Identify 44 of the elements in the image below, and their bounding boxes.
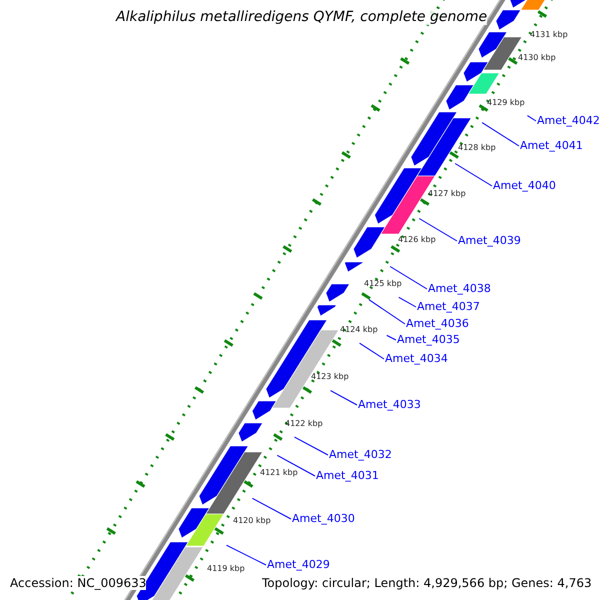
scale-label: 4123 kbp	[311, 372, 349, 382]
gene-label: Amet_4037	[417, 301, 480, 313]
gene-label: Amet_4035	[397, 334, 460, 346]
footer-note: Accession: NC_009633	[10, 576, 146, 590]
scale-label: 4131 kbp	[530, 30, 568, 40]
gene-label: Amet_4036	[406, 318, 469, 330]
gene-label: Amet_4039	[458, 235, 521, 247]
title: Alkaliphilus metalliredigens QYMF, complete genome	[116, 9, 488, 25]
gene-label: Amet_4033	[358, 399, 421, 411]
scale-label: 4124 kbp	[340, 325, 378, 335]
scale-label: 4129 kbp	[487, 98, 525, 108]
gene-label: Amet_4030	[292, 513, 355, 525]
leader-line	[294, 436, 328, 456]
scale-label: 4128 kbp	[458, 143, 496, 153]
gene-label: Amet_4029	[267, 559, 330, 571]
leader-line	[276, 454, 316, 476]
gene-label: Amet_4042	[537, 115, 600, 127]
leader-line	[526, 115, 536, 122]
leader-line	[368, 299, 406, 324]
scale-label: 4125 kbp	[364, 279, 402, 289]
gene-label: Amet_4038	[428, 283, 491, 295]
gene-label: Amet_4032	[329, 449, 392, 461]
scale-label: 4119 kbp	[207, 564, 245, 574]
scale-label: 4127 kbp	[428, 189, 466, 199]
leader-line	[482, 122, 520, 146]
leader-line	[386, 334, 396, 340]
gene-label: Amet_4040	[493, 180, 556, 192]
scale-label: 4130 kbp	[518, 53, 556, 63]
scale-label: 4120 kbp	[233, 516, 271, 526]
gene-label: Amet_4031	[316, 470, 379, 482]
leader-line	[390, 266, 428, 290]
leader-line	[359, 342, 384, 360]
scale-label: 4122 kbp	[285, 419, 323, 429]
leader-line	[454, 163, 492, 186]
leader-line	[226, 544, 266, 566]
scale-label: 4121 kbp	[260, 468, 298, 478]
leader-line	[418, 218, 458, 242]
leader-line	[330, 390, 358, 406]
leader-line	[398, 296, 416, 308]
leader-line	[252, 498, 292, 520]
gene-label: Amet_4041	[520, 140, 583, 152]
scale-label: 4126 kbp	[398, 235, 436, 245]
gene-label: Amet_4034	[385, 353, 448, 365]
footer-note: Topology: circular; Length: 4,929,566 bp; Genes: 4,763	[262, 576, 592, 590]
